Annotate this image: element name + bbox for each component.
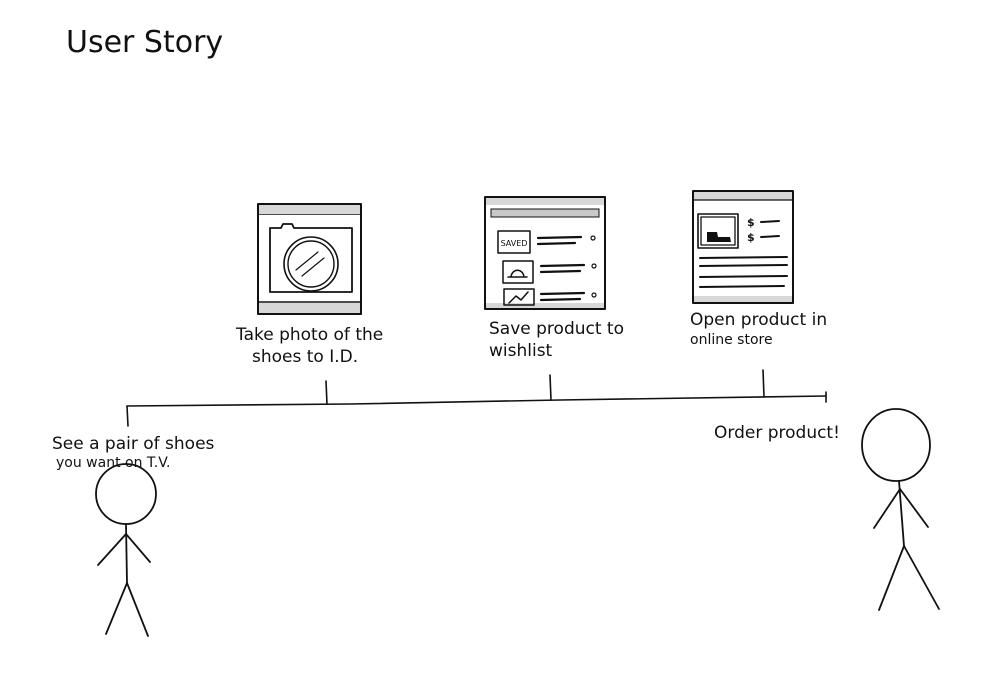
shoe-icon	[707, 232, 731, 242]
end-caption: Order product!	[714, 423, 840, 443]
timeline-tick-step-1	[325, 380, 328, 405]
step-1-caption-line-1: Take photo of the	[235, 325, 383, 345]
timeline	[126, 369, 827, 427]
step-3-caption-line-2: online store	[690, 332, 773, 348]
timeline-tick-step-3	[762, 369, 765, 398]
person-end-figure	[861, 408, 940, 611]
step-2-caption-line-2: wishlist	[489, 341, 553, 361]
start-caption-line-2: you want on T.V.	[56, 455, 170, 471]
item-icon	[508, 291, 529, 304]
price-symbol-1: $	[747, 216, 755, 229]
saved-badge-label: SAVED	[501, 239, 528, 248]
person-end-head	[861, 408, 931, 482]
screen-wishlist-sketch: SAVED	[484, 196, 606, 310]
step-3-caption-line-1: Open product in	[690, 310, 827, 330]
saved-badge	[497, 230, 531, 254]
step-2-caption-line-1: Save product to	[489, 319, 624, 339]
camera-icon	[269, 223, 353, 293]
start-caption-line-1: See a pair of shoes	[52, 434, 215, 454]
step-1-caption-line-2: shoes to I.D.	[252, 347, 358, 367]
page-title: User Story	[66, 25, 223, 60]
screen-camera-sketch	[257, 203, 362, 315]
person-start-figure	[95, 463, 157, 637]
price-symbol-2: $	[747, 231, 755, 244]
timeline-tick-step-2	[549, 374, 552, 401]
timeline-line	[126, 395, 827, 407]
hat-icon	[507, 269, 528, 278]
person-start-head	[95, 463, 157, 525]
screen-store-sketch: $ $	[692, 190, 794, 304]
timeline-tick-start	[126, 405, 129, 427]
